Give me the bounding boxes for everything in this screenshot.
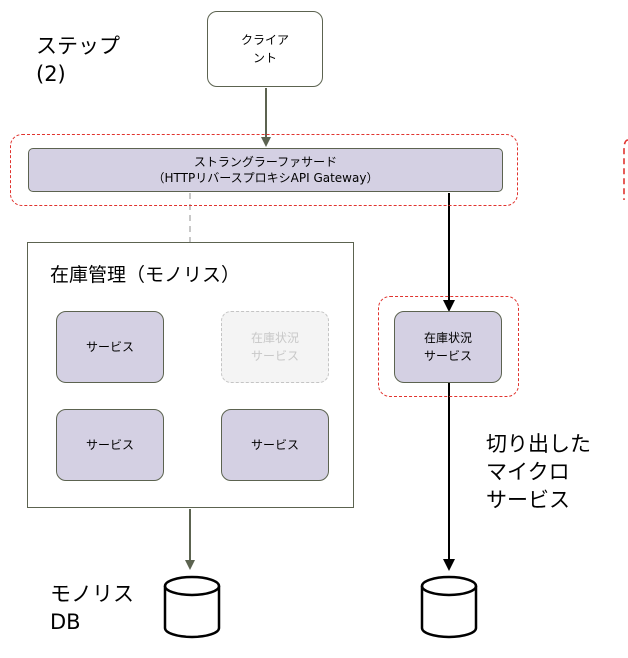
extracted-ghost-service: 在庫状況 サービス — [221, 311, 329, 383]
monolith-service: サービス — [56, 409, 164, 481]
step-label: ステップ (2) — [36, 32, 120, 88]
database-icon — [163, 575, 221, 639]
monolith-title: 在庫管理（モノリス） — [50, 264, 241, 286]
strangler-facade: ストラングラーファサード （HTTPリバースプロキシAPI Gateway） — [28, 148, 503, 192]
monolith-service: サービス — [221, 409, 329, 481]
monolith-service: サービス — [56, 311, 164, 383]
microservice-node: 在庫状況 サービス — [394, 311, 502, 383]
microservice-caption: 切り出した マイクロ サービス — [486, 432, 591, 512]
step-number: (2) — [36, 62, 66, 86]
client-node: クライア ント — [207, 11, 323, 87]
highlight-fragment — [623, 139, 628, 200]
monolith-db-label: モノリス DB — [50, 582, 134, 634]
microservice-highlight — [378, 296, 519, 397]
database-icon — [420, 575, 478, 639]
facade-highlight — [10, 134, 518, 206]
step-title: ステップ — [36, 34, 120, 58]
